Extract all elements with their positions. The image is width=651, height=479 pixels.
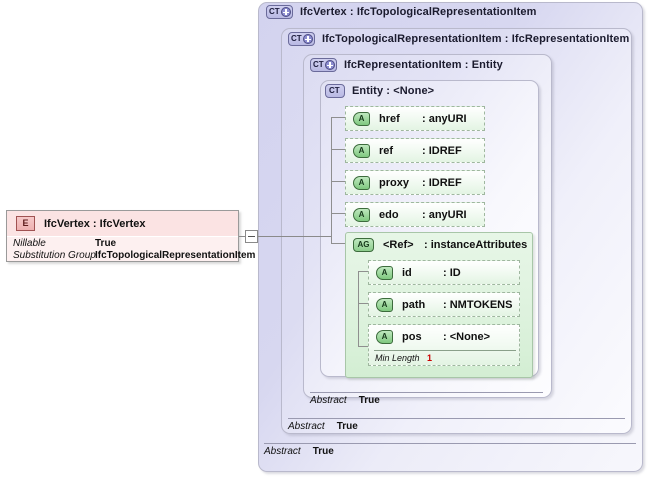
attribute-icon: A [376,297,393,312]
tree-branch-path [358,303,368,304]
attribute-type: : NMTOKENS [443,298,513,311]
attributegroup-icon: AG [353,238,374,252]
attribute-icon: A [353,111,370,126]
abstract-label: Abstract [288,421,325,432]
attribute-icon: A [353,207,370,222]
facet-separator [374,350,516,351]
tree-spine-entity [331,117,332,243]
attribute-icon: A [353,143,370,158]
attribute-name: ref [379,144,394,157]
complextype-icon: CT [288,32,315,46]
abstract-label: Abstract [310,395,347,406]
element-properties: Nillable True Substitution Group IfcTopo… [7,237,255,261]
abstract-separator [288,418,625,419]
tree-branch-proxy [331,181,345,182]
complextype-title-ifcvertex: IfcVertex : IfcTopologicalRepresentation… [300,6,537,18]
attributegroup-icon-label: AG [357,240,370,249]
connector-expander-to-container [258,236,331,237]
property-value-nillable: True [95,238,117,249]
attribute-icon-label: A [381,332,388,341]
tree-branch-edo [331,213,345,214]
tree-branch-href [331,117,345,118]
abstract-value: True [312,446,334,457]
plus-icon [281,7,291,17]
abstract-separator [310,392,543,393]
attribute-type: : anyURI [422,112,467,125]
complextype-header-ifcrepresentationitem[interactable]: CT IfcRepresentationItem : Entity [310,58,503,72]
collapse-expander[interactable] [245,230,258,243]
facet-label-minlength: Min Length [375,353,420,363]
attribute-name: proxy [379,176,409,189]
plus-icon [303,34,313,44]
attribute-node-id[interactable]: A id : ID [368,260,520,285]
attribute-node-proxy[interactable]: A proxy : IDREF [345,170,485,195]
abstract-row-ifctopologicalrepresentationitem: Abstract True [288,418,625,432]
attribute-name: href [379,112,400,125]
attribute-icon-label: A [358,209,365,219]
facet-value-minlength: 1 [427,353,433,363]
attribute-icon-label: A [358,113,365,123]
tree-spine-attributegroup [358,271,359,346]
element-title: IfcVertex : IfcVertex [44,217,146,230]
attribute-icon: A [353,175,370,190]
attribute-node-pos[interactable]: A pos : <None> Min Length 1 [368,324,520,366]
attribute-type: : anyURI [422,208,467,221]
attribute-icon-label: A [358,177,365,187]
abstract-row-ifcrepresentationitem: Abstract True [310,392,543,406]
complextype-icon: CT [266,5,293,19]
connector-element-to-expander [239,236,245,237]
attribute-name: id [402,266,412,279]
tree-branch-ref [331,149,345,150]
attribute-name: edo [379,208,399,221]
tree-branch-pos [358,346,368,347]
property-label-substitution-group: Substitution Group [13,250,96,261]
complextype-icon: CT [310,58,337,72]
complextype-title-entity: Entity : <None> [352,85,435,97]
property-label-nillable: Nillable [13,238,46,249]
abstract-value: True [358,395,380,406]
complextype-icon-label: CT [313,60,324,69]
element-icon-label: E [22,218,29,228]
complextype-icon: CT [325,84,345,98]
complextype-title-ifcrepresentationitem: IfcRepresentationItem : Entity [344,59,503,71]
attribute-name: pos [402,331,422,343]
attribute-node-ref[interactable]: A ref : IDREF [345,138,485,163]
attribute-type: : IDREF [422,176,462,189]
complextype-header-ifcvertex[interactable]: CT IfcVertex : IfcTopologicalRepresentat… [266,5,536,19]
attribute-icon-label: A [358,145,365,155]
attribute-node-href[interactable]: A href : anyURI [345,106,485,131]
abstract-value: True [336,421,358,432]
complextype-icon-label: CT [329,86,340,95]
attributegroup-name: <Ref> [383,239,414,251]
tree-branch-attributegroup [331,243,345,244]
attribute-node-edo[interactable]: A edo : anyURI [345,202,485,227]
abstract-label: Abstract [264,446,301,457]
complextype-header-entity[interactable]: CT Entity : <None> [325,84,434,98]
attribute-type: : ID [443,266,461,279]
attribute-icon-label: A [381,267,388,277]
plus-icon [325,60,335,70]
element-box-ifcvertex[interactable]: E IfcVertex : IfcVertex Nillable True Su… [6,210,255,262]
attribute-icon: A [376,330,393,344]
complextype-title-ifctopologicalrepresentationitem: IfcTopologicalRepresentationItem : IfcRe… [322,33,630,45]
complextype-icon-label: CT [291,34,302,43]
attribute-type: : IDREF [422,144,462,157]
tree-branch-id [358,271,368,272]
property-value-substitution-group: IfcTopologicalRepresentationItem [95,250,256,261]
attribute-icon: A [376,265,393,280]
abstract-row-ifcvertex: Abstract True [264,443,636,457]
attributegroup-type: : instanceAttributes [424,239,528,251]
attribute-node-path[interactable]: A path : NMTOKENS [368,292,520,317]
element-icon: E [16,216,35,231]
complextype-icon-label: CT [269,7,280,16]
complextype-header-ifctopologicalrepresentationitem[interactable]: CT IfcTopologicalRepresentationItem : If… [288,32,629,46]
abstract-separator [264,443,636,444]
attribute-name: path [402,298,426,311]
element-header: E IfcVertex : IfcVertex [7,211,238,237]
attribute-icon-label: A [381,299,388,309]
attributegroup-header-instanceattributes[interactable]: AG <Ref> : instanceAttributes [347,234,527,256]
attribute-type: : <None> [443,331,491,343]
